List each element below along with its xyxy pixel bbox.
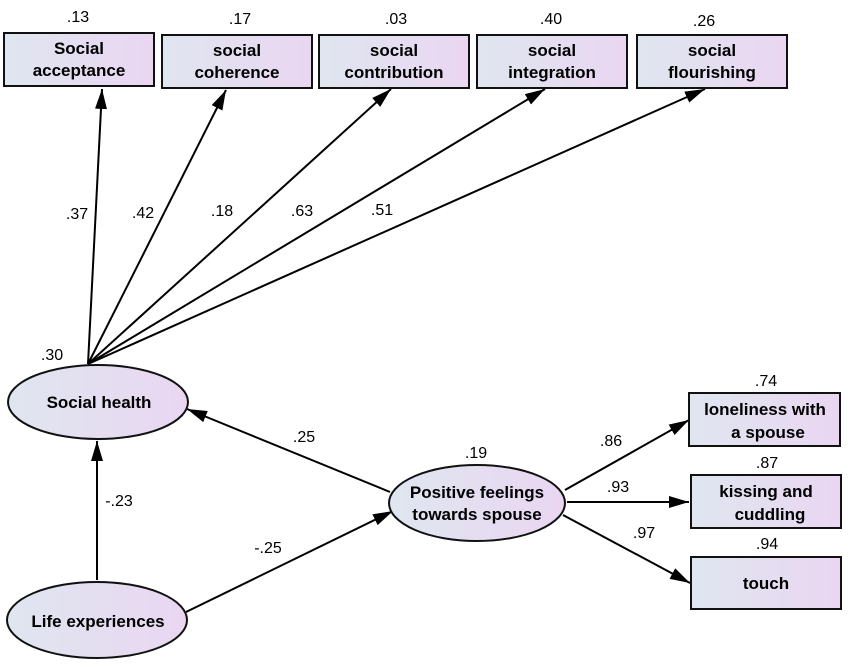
touch-label: touch	[743, 574, 789, 593]
edge-pf-social-health	[186, 408, 391, 493]
social-flourishing-line1: social	[688, 41, 736, 60]
social-contribution-line2: contribution	[344, 63, 443, 82]
coef-le-positive-feelings: -.25	[254, 540, 282, 557]
ellipse-life-experiences: Life experiences	[6, 581, 188, 659]
box-social-flourishing: social flourishing	[636, 34, 788, 89]
coef-sh-flourishing: .51	[371, 202, 393, 219]
r2-social-health: .30	[41, 347, 63, 364]
r2-social-integration: .40	[540, 11, 562, 28]
box-social-contribution: social contribution	[318, 34, 470, 89]
social-integration-line1: social	[528, 41, 576, 60]
edge-sh-flourishing	[87, 88, 706, 365]
coef-pf-touch: .97	[633, 525, 655, 542]
loneliness-line1: loneliness with	[704, 400, 826, 419]
box-touch: touch	[690, 556, 842, 610]
life-experiences-label: Life experiences	[31, 612, 164, 631]
positive-feelings-line2: towards spouse	[412, 505, 541, 524]
social-integration-line2: integration	[508, 63, 596, 82]
social-contribution-line1: social	[370, 41, 418, 60]
ellipse-positive-feelings: Positive feelings towards spouse	[388, 464, 566, 542]
r2-loneliness: .74	[755, 373, 777, 390]
box-social-integration: social integration	[476, 34, 628, 89]
r2-social-coherence: .17	[229, 11, 251, 28]
edge-pf-loneliness	[564, 419, 690, 491]
social-coherence-line1: social	[213, 41, 261, 60]
box-social-coherence: social coherence	[161, 34, 313, 89]
observed-variables: Social acceptance social coherence socia…	[3, 32, 842, 610]
social-acceptance-line2: acceptance	[33, 61, 126, 80]
social-acceptance-line1: Social	[54, 39, 104, 58]
edge-le-positive-feelings	[185, 510, 394, 613]
coef-sh-integration: .63	[291, 203, 313, 220]
latent-variables: Social health Positive feelings towards …	[6, 364, 566, 659]
r2-social-flourishing: .26	[693, 13, 715, 30]
loneliness-line2: a spouse	[731, 423, 805, 442]
coef-sh-acceptance: .37	[66, 206, 88, 223]
coef-pf-social-health: .25	[293, 429, 315, 446]
r2-positive-feelings: .19	[465, 445, 487, 462]
coef-sh-contribution: .18	[211, 203, 233, 220]
coef-pf-kissing: .93	[607, 479, 629, 496]
kissing-line2: cuddling	[735, 505, 806, 524]
coef-pf-loneliness: .86	[600, 433, 622, 450]
edges	[87, 88, 706, 613]
edge-pf-touch	[562, 514, 691, 584]
r2-social-contribution: .03	[385, 11, 407, 28]
r2-touch: .94	[756, 536, 778, 553]
edge-sh-integration	[87, 88, 546, 365]
social-coherence-line2: coherence	[194, 63, 279, 82]
r2-social-acceptance: .13	[67, 9, 89, 26]
path-coefficients: .37 .42 .18 .63 .51 .25 -.23 -.25 .86 .9…	[66, 202, 655, 557]
social-health-label: Social health	[47, 393, 152, 412]
box-loneliness: loneliness with a spouse	[688, 392, 841, 447]
box-kissing: kissing and cuddling	[690, 474, 842, 529]
coef-le-social-health: -.23	[105, 493, 133, 510]
edge-sh-acceptance	[87, 88, 107, 365]
ellipse-social-health: Social health	[7, 364, 189, 440]
r-squared-values: .13 .17 .03 .40 .26 .30 .19 .74 .87 .94	[41, 9, 778, 553]
r2-kissing: .87	[756, 455, 778, 472]
coef-sh-coherence: .42	[132, 205, 154, 222]
edge-sh-coherence	[87, 89, 227, 365]
positive-feelings-line1: Positive feelings	[410, 483, 544, 502]
kissing-line1: kissing and	[719, 482, 813, 501]
social-flourishing-line2: flourishing	[668, 63, 756, 82]
box-social-acceptance: Social acceptance	[3, 32, 155, 87]
edge-sh-contribution	[87, 88, 392, 365]
